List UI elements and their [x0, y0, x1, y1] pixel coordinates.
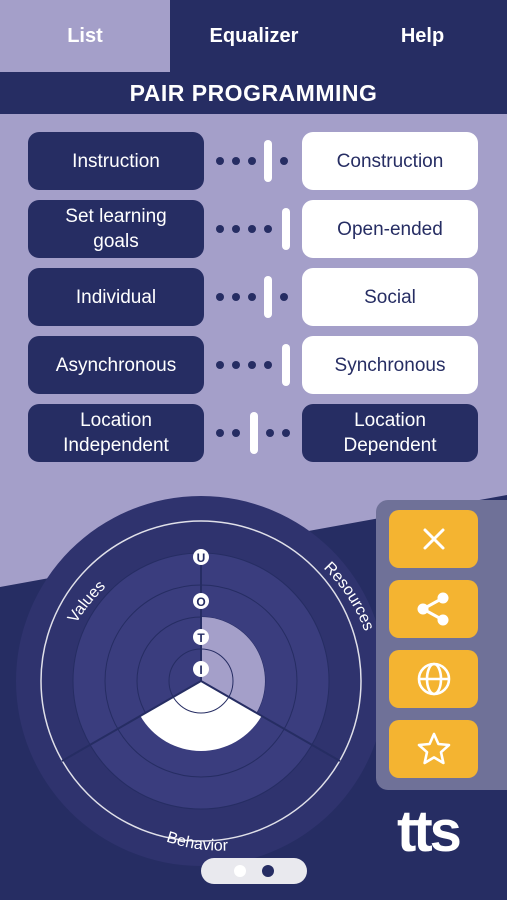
- slider-dot: [248, 157, 256, 165]
- tab-list[interactable]: List: [0, 0, 170, 72]
- logo-text: tts: [397, 799, 460, 864]
- slider-dot: [248, 361, 256, 369]
- slider-handle[interactable]: [282, 208, 290, 250]
- slider-dot: [232, 157, 240, 165]
- share-button[interactable]: [389, 580, 478, 638]
- slider-dot: [232, 225, 240, 233]
- slider-dot: [248, 293, 256, 301]
- tab-help[interactable]: Help: [400, 25, 445, 47]
- slider-dot: [280, 293, 288, 301]
- tab-bar: List Equalizer Help: [0, 0, 507, 72]
- slider-dot: [232, 361, 240, 369]
- slider-dot: [266, 429, 274, 437]
- slider-dot: [232, 429, 240, 437]
- slider-dot: [280, 157, 288, 165]
- page-dot-active[interactable]: [262, 865, 274, 877]
- left-label[interactable]: Individual: [28, 268, 204, 326]
- slider-handle[interactable]: [250, 412, 258, 454]
- close-icon: [423, 528, 444, 550]
- level-marker: [193, 661, 209, 677]
- left-label[interactable]: Location Independent: [28, 404, 204, 462]
- slider-handle[interactable]: [282, 344, 290, 386]
- right-label[interactable]: Location Dependent: [302, 404, 478, 462]
- behavior-segment-fill[interactable]: [140, 681, 262, 751]
- left-label[interactable]: Instruction: [28, 132, 204, 190]
- dimension-row: Individual Social: [28, 268, 478, 326]
- slider-dot: [248, 225, 256, 233]
- close-button[interactable]: [389, 510, 478, 568]
- slider-dot: [216, 361, 224, 369]
- tab-equalizer[interactable]: Equalizer: [209, 25, 299, 47]
- segment-divider: [200, 680, 341, 762]
- resources-segment-fill[interactable]: [201, 617, 265, 713]
- dimension-slider[interactable]: [210, 404, 302, 462]
- slider-handle[interactable]: [264, 140, 272, 182]
- dimension-slider[interactable]: [210, 268, 302, 326]
- dimension-slider[interactable]: [210, 336, 302, 394]
- share-icon: [417, 592, 448, 626]
- level-label-t: T: [197, 631, 205, 645]
- dimension-slider[interactable]: [210, 132, 302, 190]
- right-label[interactable]: Synchronous: [302, 336, 478, 394]
- slider-handle[interactable]: [264, 276, 272, 318]
- level-marker: [193, 593, 209, 609]
- level-label-u: U: [197, 551, 206, 565]
- segment-divider: [61, 680, 202, 762]
- star-icon: [417, 732, 450, 765]
- slider-dot: [264, 361, 272, 369]
- slider-dot: [216, 429, 224, 437]
- slider-dot: [216, 293, 224, 301]
- page-dot[interactable]: [234, 865, 246, 877]
- tts-logo: tts: [397, 799, 463, 864]
- level-label-o: O: [196, 595, 205, 609]
- slider-dot: [264, 225, 272, 233]
- slider-dot: [232, 293, 240, 301]
- level-label-i: I: [199, 663, 202, 677]
- dimension-row: Asynchronous Synchronous: [28, 336, 478, 394]
- dimension-row: Instruction Construction: [28, 132, 478, 190]
- right-label[interactable]: Open-ended: [302, 200, 478, 258]
- right-label[interactable]: Social: [302, 268, 478, 326]
- language-button[interactable]: [389, 650, 478, 708]
- page-indicator[interactable]: [201, 858, 307, 884]
- slider-dot: [282, 429, 290, 437]
- left-label[interactable]: Set learning goals: [28, 200, 204, 258]
- dimension-slider[interactable]: [210, 200, 302, 258]
- left-label[interactable]: Asynchronous: [28, 336, 204, 394]
- wheel-outer-ring: [40, 520, 362, 842]
- level-marker: [193, 549, 209, 565]
- slider-dot: [216, 225, 224, 233]
- favorite-button[interactable]: [389, 720, 478, 778]
- page-title: PAIR PROGRAMMING: [0, 72, 507, 114]
- level-marker: [193, 629, 209, 645]
- globe-icon: [417, 662, 450, 696]
- dimension-row: Set learning goals Open-ended: [28, 200, 478, 258]
- right-label[interactable]: Construction: [302, 132, 478, 190]
- dimension-row: Location Independent Location Dependent: [28, 404, 478, 462]
- slider-dot: [216, 157, 224, 165]
